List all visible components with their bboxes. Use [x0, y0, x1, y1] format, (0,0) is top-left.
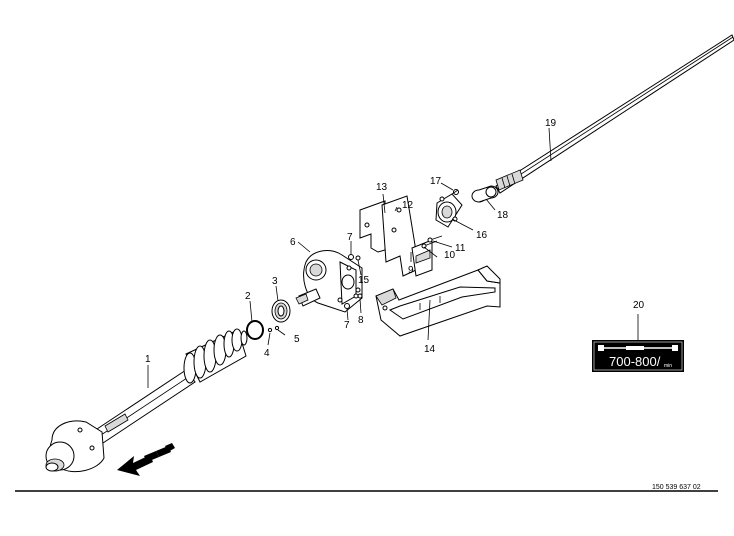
- direction-arrow-icon: [117, 443, 175, 476]
- callout-8: 8: [358, 315, 364, 326]
- callout-14: 14: [424, 344, 436, 355]
- callout-2: 2: [245, 291, 251, 302]
- callout-9: 9: [408, 265, 414, 276]
- callout-7-lower: 7: [344, 320, 350, 331]
- callout-17: 17: [430, 176, 442, 187]
- callout-20: 20: [633, 300, 645, 311]
- callout-7-upper: 7: [347, 232, 353, 243]
- part-1-pto-shaft: [45, 328, 248, 473]
- part-19-shaft: [495, 34, 734, 194]
- part-7-nut-upper: [348, 254, 354, 260]
- callout-10: 10: [444, 250, 456, 261]
- part-5-key: [274, 325, 280, 331]
- callout-16: 16: [476, 230, 488, 241]
- part-17-bolt: [451, 189, 459, 195]
- shaft-icon: [598, 345, 678, 351]
- callout-13: 13: [376, 182, 388, 193]
- callout-4: 4: [264, 348, 270, 359]
- leader-lines: [147, 127, 639, 388]
- callout-15: 15: [358, 275, 370, 286]
- part-10-bolt: [421, 240, 438, 249]
- callout-labels: 1 2 3 4 5 6 7 7 8 9 10 11 12 13 14 15 16…: [145, 118, 645, 365]
- part-9-bracket: [359, 195, 433, 277]
- callout-11: 11: [455, 243, 466, 254]
- callout-3: 3: [272, 276, 278, 287]
- drawing-number: 150 539 637 02: [652, 484, 701, 491]
- callout-18: 18: [497, 210, 509, 221]
- speed-value: 700-800/: [609, 354, 661, 369]
- part-8-washer: [357, 293, 363, 299]
- part-16-bearing-flange: [435, 193, 463, 228]
- part-20-speed-decal: 700-800/ min: [592, 340, 684, 372]
- callout-6: 6: [290, 237, 296, 248]
- part-18-bushing: [471, 185, 499, 203]
- callout-19: 19: [545, 118, 557, 129]
- part-15-bolts: [355, 255, 361, 293]
- part-3-seal: [271, 299, 291, 323]
- callout-5: 5: [294, 334, 300, 345]
- callout-1: 1: [145, 354, 151, 365]
- part-11-bolt: [427, 235, 443, 243]
- part-14-frame: [375, 265, 501, 337]
- part-2-circlip: [246, 320, 264, 340]
- part-7-nut-lower: [344, 303, 350, 309]
- part-4-pin: [267, 327, 273, 333]
- callout-12: 12: [402, 200, 414, 211]
- speed-unit: min: [664, 363, 672, 369]
- part-6-gearbox: [295, 250, 363, 313]
